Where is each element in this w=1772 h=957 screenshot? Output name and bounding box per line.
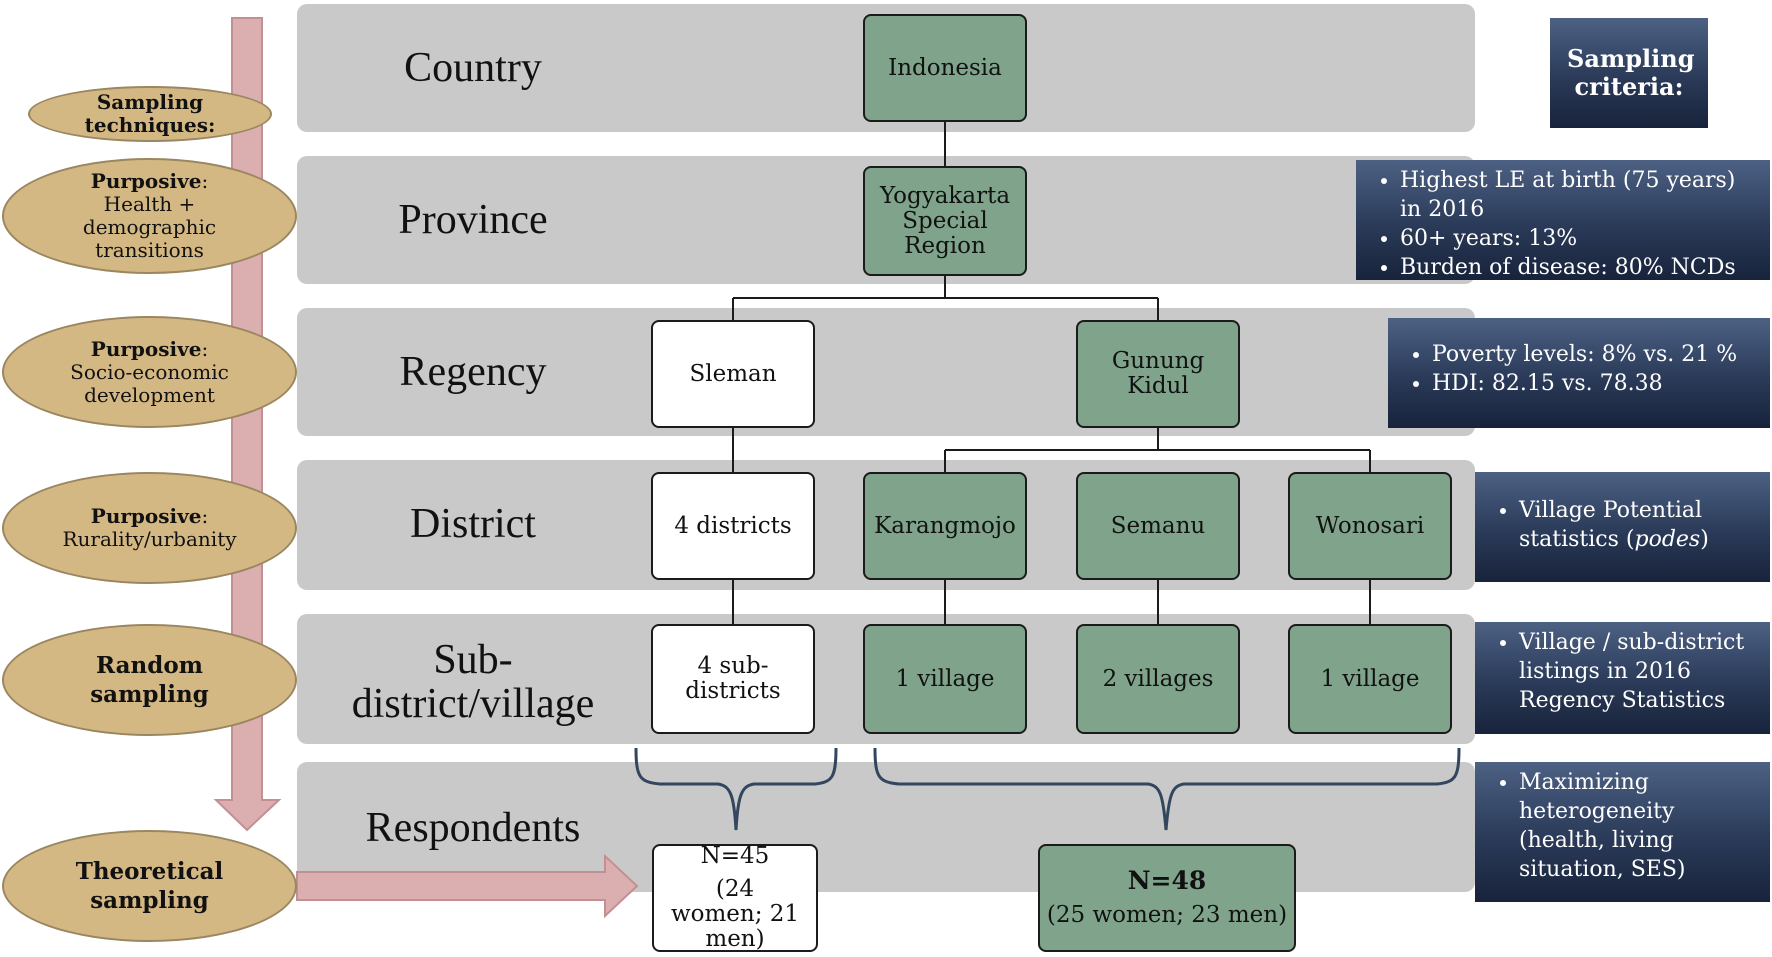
- node-4-subdistricts: 4 sub-districts: [651, 624, 815, 734]
- criteria-respondents-list: Maximizing heterogeneity (health, living…: [1491, 768, 1760, 884]
- criteria-respondents-item: Maximizing heterogeneity (health, living…: [1519, 768, 1760, 884]
- technique-province-text: Health + demographic transitions: [82, 192, 217, 262]
- criteria-respondents: Maximizing heterogeneity (health, living…: [1475, 762, 1770, 902]
- right-arrow: [296, 853, 639, 919]
- oval-theoretical-sampling: Theoretical sampling: [2, 830, 297, 942]
- node-4-districts: 4 districts: [651, 472, 815, 580]
- oval-purposive-regency: Purposive: Socio-economic development: [2, 316, 297, 428]
- node-n45: N=45 (24 women; 21 men): [652, 844, 818, 952]
- level-label-district: District: [410, 501, 536, 547]
- n45-detail: (24 women; 21 men): [670, 876, 800, 952]
- technique-random-text: Random sampling: [90, 652, 209, 708]
- level-label-respondents: Respondents: [365, 805, 581, 851]
- edge-yogyakarta-regencies: [732, 276, 1159, 320]
- purposive-label-province: Purposive: [90, 169, 202, 193]
- criteria-province-item: 60+ years: 13%: [1400, 224, 1760, 253]
- n48-title: N=48: [1127, 866, 1207, 895]
- node-karangmojo: Karangmojo: [863, 472, 1027, 580]
- podes-term: podes: [1634, 527, 1701, 552]
- criteria-header-text: Sampling criteria:: [1567, 44, 1695, 101]
- node-gunung-kidul: Gunung Kidul: [1076, 320, 1240, 428]
- level-label-regency: Regency: [399, 349, 547, 395]
- criteria-regency: Poverty levels: 8% vs. 21 % HDI: 82.15 v…: [1388, 318, 1770, 428]
- node-wonosari: Wonosari: [1288, 472, 1452, 580]
- node-wonosari-village: 1 village: [1288, 624, 1452, 734]
- level-label-province: Province: [398, 197, 548, 243]
- level-label-subdistrict-line1: Sub-: [433, 637, 513, 683]
- criteria-regency-item: Poverty levels: 8% vs. 21 %: [1432, 340, 1760, 369]
- purposive-label-district: Purposive: [90, 504, 202, 528]
- criteria-district-list: Village Potential statistics (podes): [1491, 496, 1760, 554]
- criteria-regency-item: HDI: 82.15 vs. 78.38: [1432, 369, 1760, 398]
- node-karangmojo-village: 1 village: [863, 624, 1027, 734]
- level-label-subdistrict-line2: district/village: [351, 681, 595, 727]
- node-semanu: Semanu: [1076, 472, 1240, 580]
- oval-sampling-techniques-text: Sampling techniques:: [84, 90, 216, 137]
- brace-gunungkidul: [873, 747, 1461, 831]
- down-arrow: [213, 17, 282, 832]
- node-semanu-villages: 2 villages: [1076, 624, 1240, 734]
- criteria-subdistrict-item: Village / sub-district listings in 2016 …: [1519, 628, 1760, 715]
- criteria-province-item: Burden of disease: 80% NCDs: [1400, 253, 1760, 282]
- brace-sleman: [634, 747, 838, 831]
- edge-gunungkidul-districts: [944, 428, 1371, 472]
- level-label-subdistrict: Sub- district/village: [297, 638, 649, 726]
- technique-theoretical-text: Theoretical sampling: [75, 858, 224, 914]
- criteria-district-item: Village Potential statistics (podes): [1519, 496, 1760, 554]
- criteria-regency-list: Poverty levels: 8% vs. 21 % HDI: 82.15 v…: [1404, 340, 1760, 398]
- criteria-header: Sampling criteria:: [1550, 18, 1708, 128]
- n48-detail: (25 women; 23 men): [1046, 902, 1288, 928]
- oval-sampling-techniques: Sampling techniques:: [28, 86, 272, 142]
- criteria-subdistrict: Village / sub-district listings in 2016 …: [1475, 622, 1770, 734]
- oval-purposive-province: Purposive: Health + demographic transiti…: [2, 158, 297, 274]
- level-label-country: Country: [404, 45, 542, 91]
- oval-random-sampling: Random sampling: [2, 624, 297, 736]
- n45-title: N=45: [700, 843, 770, 869]
- band-regency: [297, 308, 1475, 436]
- criteria-province: Highest LE at birth (75 years) in 2016 6…: [1356, 160, 1770, 280]
- node-yogyakarta: Yogyakarta Special Region: [863, 166, 1027, 276]
- node-indonesia: Indonesia: [863, 14, 1027, 122]
- criteria-district: Village Potential statistics (podes): [1475, 472, 1770, 582]
- node-sleman: Sleman: [651, 320, 815, 428]
- criteria-province-list: Highest LE at birth (75 years) in 2016 6…: [1372, 166, 1760, 282]
- node-n48: N=48 (25 women; 23 men): [1038, 844, 1296, 952]
- criteria-province-item: Highest LE at birth (75 years) in 2016: [1400, 166, 1760, 224]
- purposive-label-regency: Purposive: [90, 336, 202, 361]
- criteria-subdistrict-list: Village / sub-district listings in 2016 …: [1491, 628, 1760, 715]
- technique-regency-text: Socio-economic development: [70, 359, 229, 407]
- oval-purposive-district: Purposive: Rurality/urbanity: [2, 472, 297, 584]
- technique-district-text: Rurality/urbanity: [62, 527, 237, 551]
